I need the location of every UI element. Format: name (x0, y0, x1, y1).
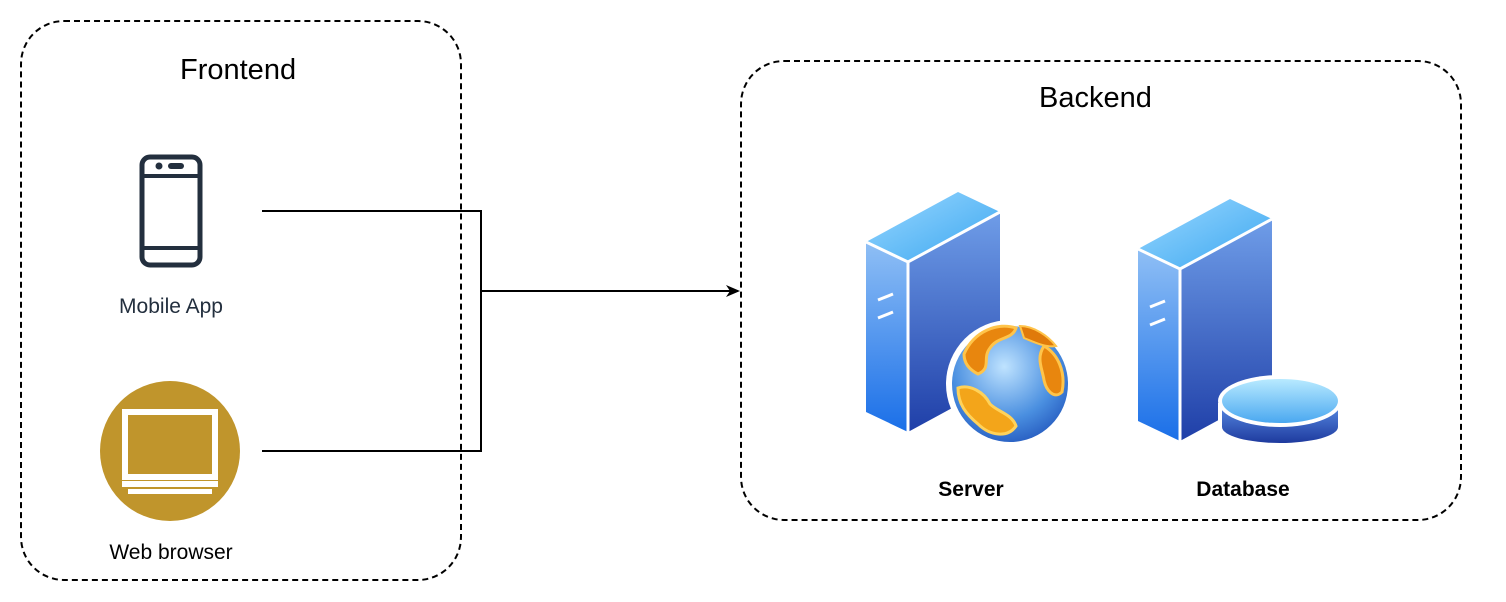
edge-mobile-to-junction (262, 210, 482, 291)
backend-title: Backend (1039, 82, 1152, 114)
frontend-title: Frontend (180, 54, 297, 86)
edge-web-to-junction (262, 291, 482, 452)
database-label: Database (1196, 478, 1290, 501)
backend-group (740, 60, 1462, 521)
mobile-app-label: Mobile App (119, 295, 223, 318)
database-server-icon (1138, 199, 1342, 447)
frontend-group (20, 20, 462, 581)
server-label: Server (938, 478, 1004, 501)
web-browser-label: Web browser (109, 541, 233, 564)
mobile-phone-icon (139, 154, 203, 268)
monitor-icon (100, 381, 240, 521)
web-server-icon (866, 192, 1074, 448)
